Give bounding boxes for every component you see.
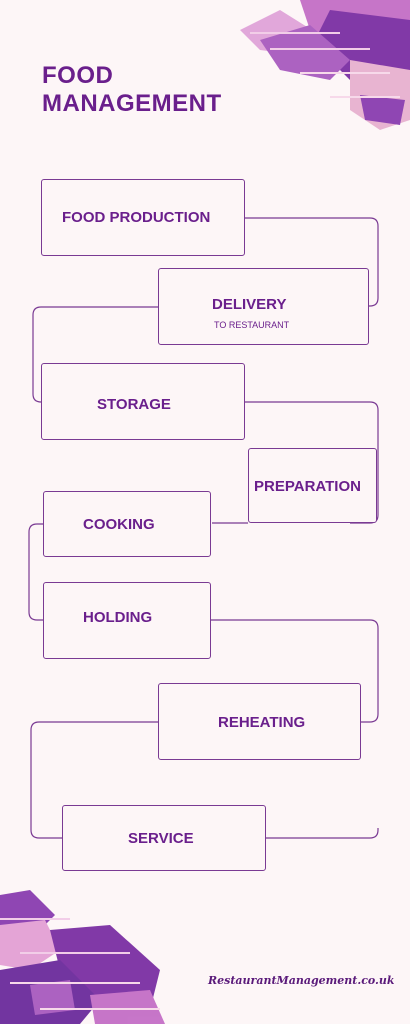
step-label: STORAGE (97, 396, 171, 413)
connector-cooking-to-holding (28, 523, 43, 621)
connector-holding-to-reheating (211, 619, 379, 723)
step-label: DELIVERY (212, 296, 287, 313)
step-label: FOOD PRODUCTION (62, 209, 211, 226)
step-holding: HOLDING (43, 582, 211, 659)
step-label: REHEATING (218, 714, 306, 731)
decorative-brush-bottom-left (0, 890, 165, 1024)
step-label: SERVICE (128, 830, 194, 847)
step-delivery: DELIVERY TO RESTAURANT (158, 268, 369, 345)
step-preparation: PREPARATION (248, 448, 377, 523)
connector-reheating-to-service (30, 721, 379, 839)
step-reheating: REHEATING (158, 683, 361, 760)
step-food-production: FOOD PRODUCTION (41, 179, 245, 256)
step-sublabel: TO RESTAURANT (214, 320, 290, 330)
step-service: SERVICE (62, 805, 266, 871)
title-line-1: FOOD (42, 62, 114, 89)
decorative-brush-top-right (240, 0, 410, 130)
step-storage: STORAGE (41, 363, 245, 440)
step-label: COOKING (83, 516, 155, 533)
brand-footer: RestaurantManagement.co.uk (208, 974, 395, 987)
title-line-2: MANAGEMENT (42, 90, 222, 117)
step-cooking: COOKING (43, 491, 211, 557)
step-label: PREPARATION (254, 478, 361, 495)
page-title: FOOD MANAGEMENT (42, 62, 282, 118)
connector-delivery-to-storage (32, 306, 158, 403)
step-label: HOLDING (83, 609, 153, 626)
connector-production-to-delivery (245, 217, 379, 307)
